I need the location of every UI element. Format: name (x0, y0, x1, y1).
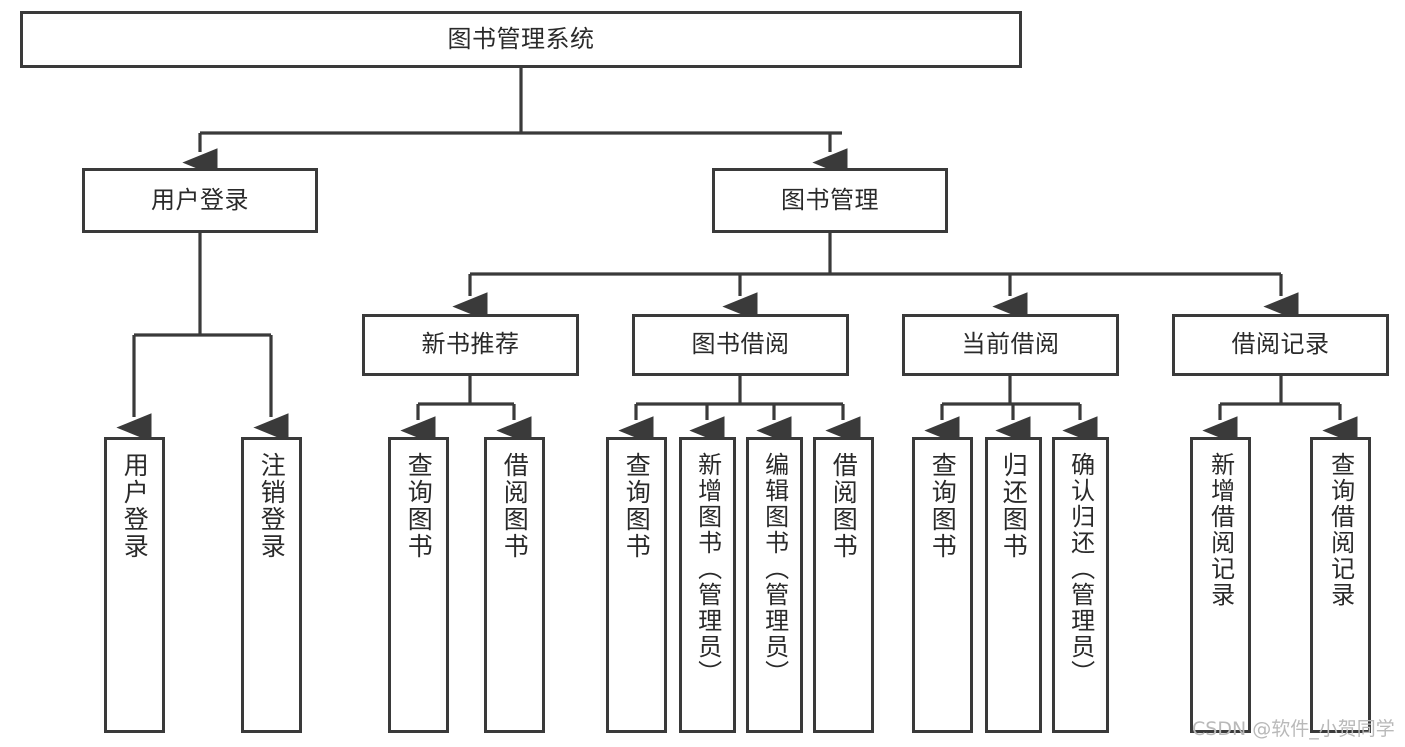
node-label: 归还图书 (999, 452, 1029, 560)
leaf-node-11[interactable]: 确认归还（管理员） (1052, 437, 1109, 733)
level3-node-3[interactable]: 当前借阅 (902, 314, 1119, 376)
leaf-node-1[interactable]: 用户登录 (104, 437, 165, 733)
node-label: 新书推荐 (421, 330, 520, 359)
root-node-book-management-system[interactable]: 图书管理系统 (20, 11, 1022, 68)
leaf-node-9[interactable]: 查询图书 (912, 437, 973, 733)
node-label: 用户登录 (120, 452, 150, 560)
level3-node-4[interactable]: 借阅记录 (1172, 314, 1389, 376)
level3-node-1[interactable]: 新书推荐 (362, 314, 579, 376)
node-label: 图书管理 (781, 185, 879, 214)
leaf-node-7[interactable]: 编辑图书（管理员） (746, 437, 803, 733)
node-label: 查询图书 (622, 452, 652, 560)
node-label: 注销登录 (257, 452, 287, 560)
node-label: 确认归还（管理员） (1066, 452, 1095, 686)
leaf-node-3[interactable]: 查询图书 (388, 437, 449, 733)
leaf-node-5[interactable]: 查询图书 (606, 437, 667, 733)
node-label: 查询借阅记录 (1326, 452, 1355, 608)
node-label: 借阅记录 (1231, 330, 1330, 359)
node-label: 编辑图书（管理员） (760, 452, 789, 686)
node-label: 借阅图书 (829, 452, 859, 560)
node-label: 当前借阅 (961, 330, 1060, 359)
node-label: 借阅图书 (500, 452, 530, 560)
node-label: 用户登录 (151, 185, 249, 214)
leaf-node-2[interactable]: 注销登录 (241, 437, 302, 733)
leaf-node-10[interactable]: 归还图书 (985, 437, 1042, 733)
csdn-watermark: CSDN @软件_小贺同学 (1192, 718, 1395, 740)
node-label: 查询图书 (404, 452, 434, 560)
node-label: 查询图书 (928, 452, 958, 560)
leaf-node-13[interactable]: 查询借阅记录 (1310, 437, 1371, 733)
leaf-node-8[interactable]: 借阅图书 (813, 437, 874, 733)
leaf-node-6[interactable]: 新增图书（管理员） (679, 437, 736, 733)
leaf-node-12[interactable]: 新增借阅记录 (1190, 437, 1251, 733)
level2-node-1[interactable]: 用户登录 (82, 168, 318, 233)
node-label: 新增借阅记录 (1206, 452, 1235, 608)
node-label: 新增图书（管理员） (693, 452, 722, 686)
leaf-node-4[interactable]: 借阅图书 (484, 437, 545, 733)
level2-node-2[interactable]: 图书管理 (712, 168, 948, 233)
node-label: 图书借阅 (691, 330, 790, 359)
node-label: 图书管理系统 (447, 24, 595, 53)
level3-node-2[interactable]: 图书借阅 (632, 314, 849, 376)
